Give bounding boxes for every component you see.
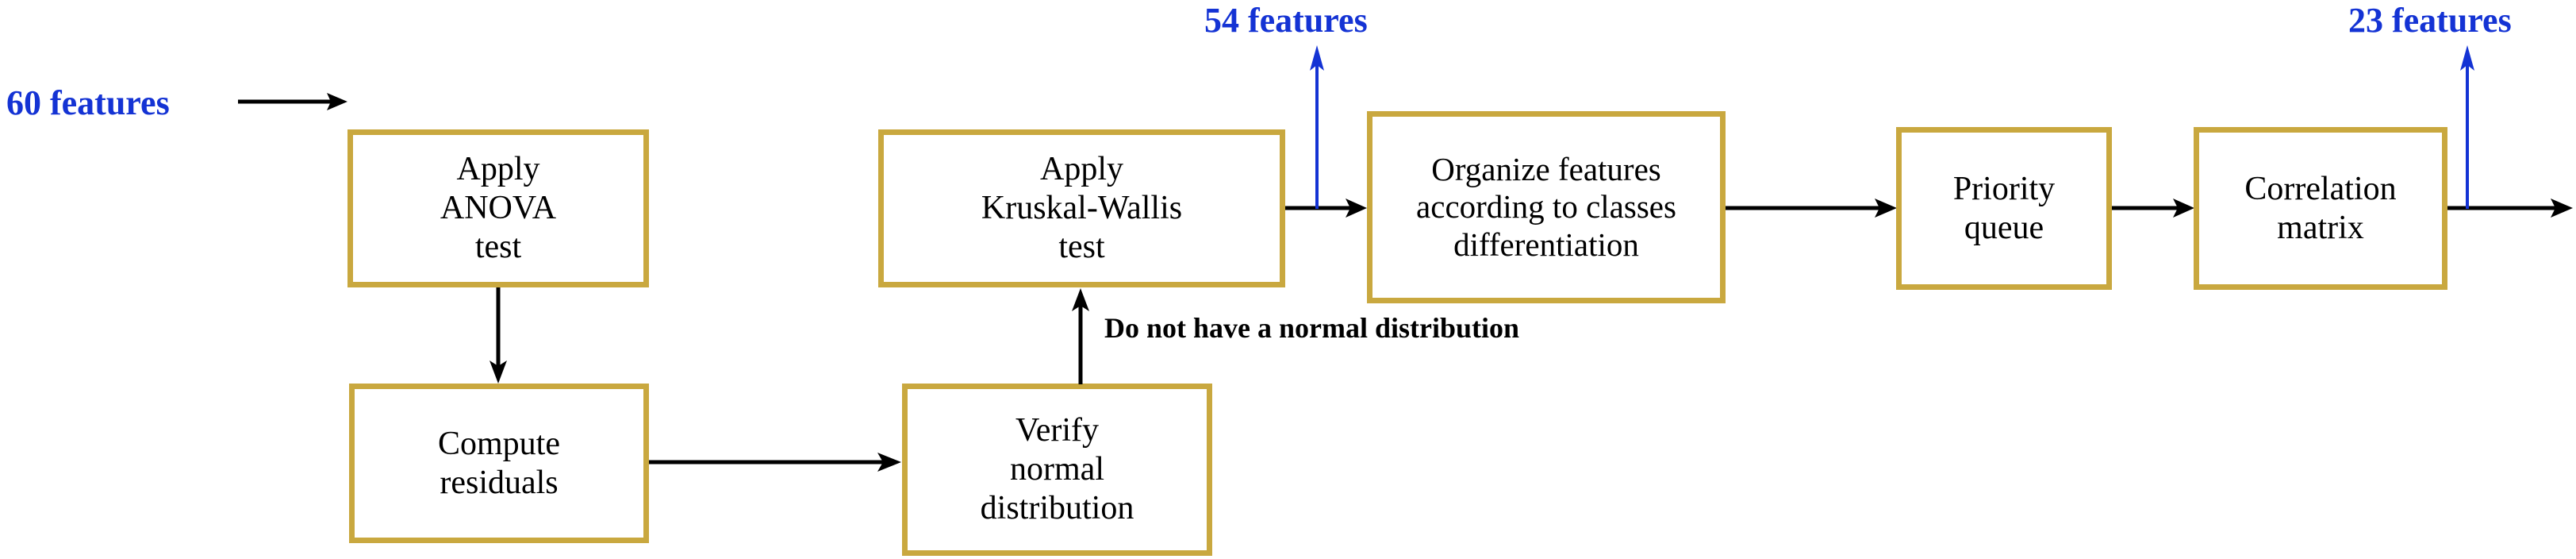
input-features-label: 60 features (6, 83, 170, 122)
arrow-23-features-branch (2460, 45, 2474, 209)
box-apply-anova[interactable]: Apply ANOVA test (347, 129, 649, 287)
final-features-label: 23 features (2348, 1, 2512, 40)
box-priority-queue[interactable]: Priority queue (1896, 127, 2112, 290)
after-kruskal-features-label: 54 features (1204, 1, 1368, 40)
box-correlation-matrix[interactable]: Correlation matrix (2194, 127, 2447, 290)
arrow-verify-to-kruskal (1072, 288, 1089, 384)
arrow-correlation-output (2447, 199, 2573, 218)
box-apply-kruskal-wallis[interactable]: Apply Kruskal-Wallis test (878, 129, 1285, 287)
box-verify-normal-distribution[interactable]: Verify normal distribution (902, 384, 1212, 556)
box-organize-features[interactable]: Organize features according to classes d… (1367, 111, 1726, 303)
arrow-anova-to-residuals (489, 287, 507, 384)
arrow-input-to-anova (238, 93, 347, 110)
arrow-priority-to-correlation (2112, 199, 2194, 218)
arrow-kruskal-to-organize (1285, 199, 1367, 218)
non-normal-distribution-note: Do not have a normal distribution (1104, 312, 1520, 344)
box-compute-residuals[interactable]: Compute residuals (349, 384, 649, 543)
arrow-residuals-to-verify (649, 453, 901, 472)
arrow-organize-to-priority (1726, 199, 1897, 218)
arrow-54-features-branch (1310, 45, 1324, 209)
